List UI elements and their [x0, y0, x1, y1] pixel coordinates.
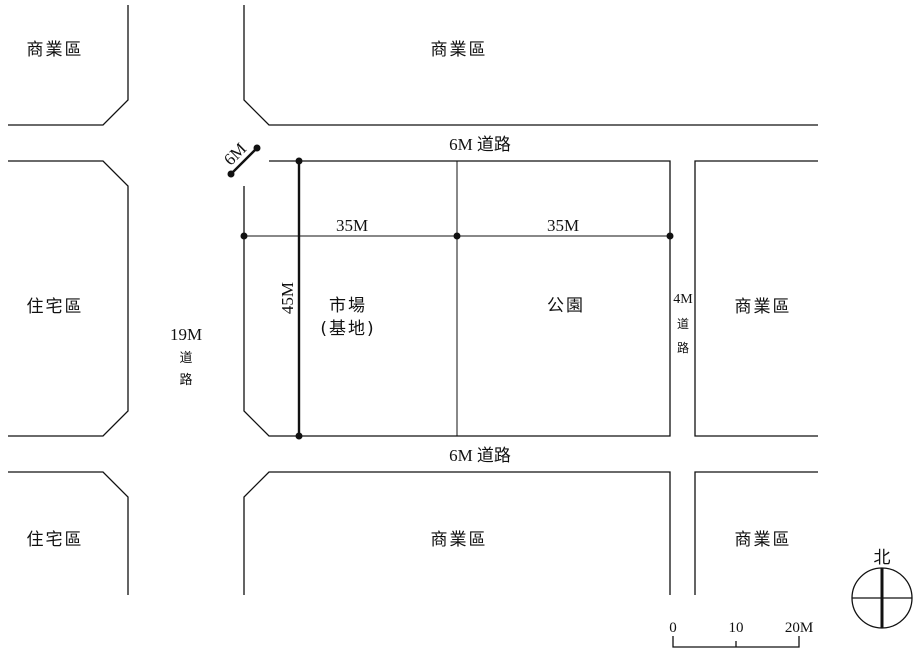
block-top-left — [8, 5, 129, 126]
dimension-corner-label: 6M — [220, 139, 250, 169]
scale-bar — [672, 636, 800, 648]
road-width-west: 19M — [170, 325, 202, 344]
road-char-west: 路 — [179, 372, 192, 388]
zone-label-mid-right: 商業區 — [735, 297, 792, 317]
dimension-width-left-label: 35M — [336, 216, 368, 235]
road-width-east: 4M — [673, 292, 693, 307]
zone-label-bottom-middle: 商業區 — [431, 530, 488, 550]
block-bottom-middle — [243, 471, 671, 595]
zone-label-bottom-right: 商業區 — [735, 530, 792, 550]
dim-dot — [666, 232, 674, 240]
corner-dimension-line — [230, 147, 258, 175]
zone-label-bottom-left: 住宅區 — [27, 530, 84, 550]
plot-park-label: 公園 — [547, 296, 585, 316]
road-char-west: 道 — [179, 351, 192, 366]
block-top-middle — [243, 5, 818, 126]
road-char-east: 道 — [677, 317, 689, 331]
block-bottom-left — [8, 471, 129, 595]
zone-label-top-left: 商業區 — [27, 40, 84, 60]
dimension-depth-label: 45M — [278, 282, 297, 314]
road-label-south: 6M 道路 — [449, 446, 511, 465]
dim-dot — [227, 170, 235, 178]
scale-label: 20M — [785, 620, 813, 636]
block-site — [243, 160, 671, 437]
zone-label-top-middle: 商業區 — [431, 40, 488, 60]
plot-market-sublabel: (基地) — [320, 319, 375, 339]
north-arrow-icon — [851, 567, 913, 629]
block-mid-right — [694, 160, 818, 437]
dim-dot — [295, 432, 303, 440]
scale-label: 10 — [729, 620, 744, 636]
dim-dot — [240, 232, 248, 240]
plot-market-label: 市場 — [329, 296, 367, 316]
block-mid-left — [8, 160, 129, 437]
zone-label-mid-left: 住宅區 — [27, 297, 84, 317]
block-bottom-right — [694, 471, 818, 595]
scale-label: 0 — [669, 620, 677, 636]
road-label-north: 6M 道路 — [449, 135, 511, 154]
dimension-width-right-label: 35M — [547, 216, 579, 235]
dim-dot — [295, 157, 303, 165]
dim-dot — [253, 144, 261, 152]
dim-dot — [453, 232, 461, 240]
road-char-east: 路 — [677, 340, 689, 355]
compass-north-label: 北 — [874, 548, 891, 568]
